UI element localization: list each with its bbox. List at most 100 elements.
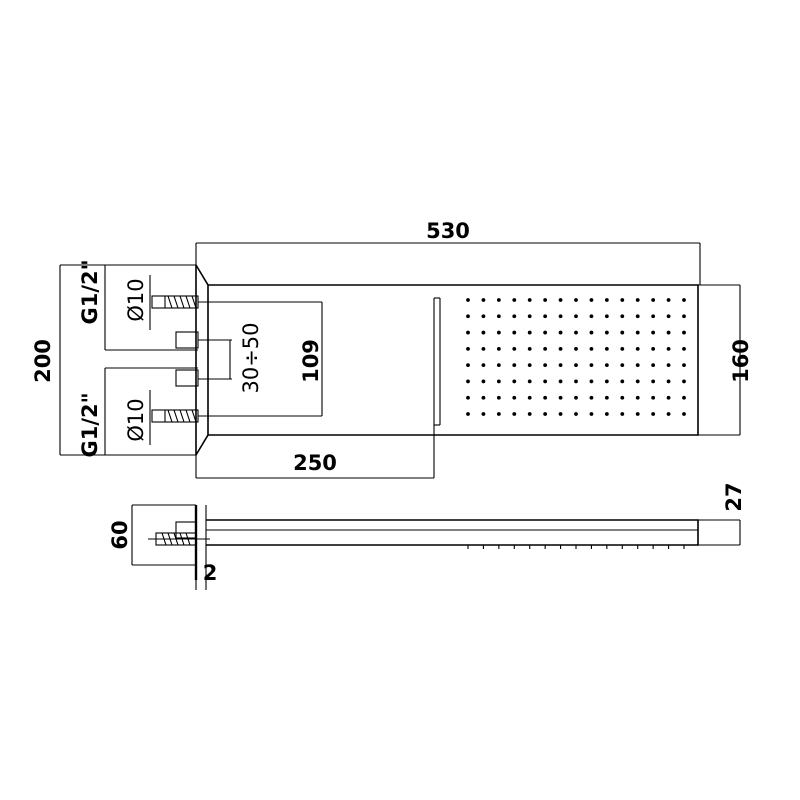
nozzle-dot xyxy=(651,363,656,368)
nozzle-dot xyxy=(512,298,517,302)
dim-label-27: 27 xyxy=(722,482,746,511)
nozzle-dot xyxy=(635,412,640,416)
side-nozzle-row xyxy=(467,545,685,549)
nozzle-dot xyxy=(620,298,625,302)
nozzle-dot xyxy=(651,346,656,351)
nozzle-dot xyxy=(651,330,656,335)
nozzle-dot xyxy=(651,298,656,302)
nozzle-dot xyxy=(651,412,656,416)
dim-label-adjust: 30÷50 xyxy=(239,322,263,393)
dim-label-thread-top: G1/2" xyxy=(78,259,102,324)
nozzle-dot xyxy=(466,314,470,319)
nozzle-dot xyxy=(481,314,486,319)
upper-connector xyxy=(105,331,232,351)
nozzle-dot xyxy=(666,298,671,302)
nozzle-dot xyxy=(481,346,486,351)
nozzle-dot xyxy=(635,379,640,384)
nozzle-dot xyxy=(481,363,486,368)
nozzle-dot xyxy=(620,395,625,400)
nozzle-dot xyxy=(635,298,640,302)
nozzle-dot xyxy=(620,363,625,368)
nozzle-dot xyxy=(496,314,501,319)
nozzle-dot xyxy=(527,395,532,400)
nozzle-dot xyxy=(496,330,501,335)
nozzle-dot xyxy=(527,379,532,384)
nozzle-dot xyxy=(527,314,532,319)
nozzle-dot xyxy=(558,395,563,400)
nozzle-dot xyxy=(512,330,517,335)
nozzle-dot xyxy=(466,412,470,416)
nozzle-dot xyxy=(543,314,548,319)
nozzle-dot xyxy=(512,314,517,319)
nozzle-dot xyxy=(481,395,486,400)
nozzle-dot xyxy=(527,330,532,335)
dim-label-109: 109 xyxy=(299,339,323,383)
nozzle-dot xyxy=(543,298,548,302)
nozzle-dot xyxy=(604,395,609,400)
nozzle-dot xyxy=(620,314,625,319)
nozzle-dot xyxy=(527,298,532,302)
nozzle-dot xyxy=(682,346,686,351)
dim-label-thread-bottom: G1/2" xyxy=(78,392,102,457)
nozzle-dot xyxy=(620,412,625,416)
nozzle-dot xyxy=(558,314,563,319)
nozzle-dot xyxy=(466,298,470,302)
nozzle-dot xyxy=(620,379,625,384)
nozzle-dot xyxy=(589,314,594,319)
nozzle-dot xyxy=(558,346,563,351)
lower-connector xyxy=(105,367,232,387)
nozzle-dot xyxy=(574,363,578,368)
nozzle-dot xyxy=(604,379,609,384)
nozzle-dot xyxy=(589,363,594,368)
side-view xyxy=(131,504,741,590)
nozzle-dot xyxy=(589,412,594,416)
nozzle-dot xyxy=(604,412,609,416)
nozzle-dot xyxy=(635,314,640,319)
nozzle-dot xyxy=(574,314,578,319)
nozzle-dot xyxy=(574,412,578,416)
nozzle-dot xyxy=(543,346,548,351)
nozzle-dot xyxy=(635,395,640,400)
nozzle-dot xyxy=(481,298,486,302)
nozzle-dot xyxy=(604,298,609,302)
upper-inlet-pipe xyxy=(151,295,322,309)
side-body xyxy=(206,519,699,546)
nozzle-dot xyxy=(604,330,609,335)
nozzle-dot xyxy=(666,346,671,351)
nozzle-dot xyxy=(574,395,578,400)
nozzle-dot xyxy=(635,330,640,335)
nozzle-dot xyxy=(682,412,686,416)
nozzle-dot xyxy=(635,363,640,368)
main-body-outline xyxy=(208,284,699,436)
dim-label-250: 250 xyxy=(293,451,337,475)
nozzle-dot xyxy=(666,395,671,400)
nozzle-dot xyxy=(496,298,501,302)
nozzle-dot xyxy=(589,298,594,302)
dim-label-2: 2 xyxy=(203,561,218,585)
dim-label-60: 60 xyxy=(108,520,132,549)
nozzle-dot xyxy=(682,395,686,400)
wall-block xyxy=(195,264,209,456)
nozzle-dot xyxy=(635,346,640,351)
nozzle-dot xyxy=(481,379,486,384)
nozzle-dot xyxy=(574,298,578,302)
nozzle-dot xyxy=(481,412,486,416)
nozzle-dot xyxy=(466,346,470,351)
nozzle-dot xyxy=(682,314,686,319)
nozzle-dot xyxy=(574,346,578,351)
nozzle-dot xyxy=(558,298,563,302)
nozzle-dot xyxy=(512,395,517,400)
nozzle-dot xyxy=(496,412,501,416)
nozzle-dot xyxy=(512,346,517,351)
nozzle-dot xyxy=(466,363,470,368)
dim-label-160: 160 xyxy=(729,339,753,383)
nozzle-dot xyxy=(481,330,486,335)
nozzle-dot xyxy=(589,395,594,400)
nozzle-dot xyxy=(512,412,517,416)
nozzle-dot xyxy=(558,363,563,368)
nozzle-dot xyxy=(466,330,470,335)
nozzle-dot xyxy=(682,298,686,302)
nozzle-dot xyxy=(620,346,625,351)
